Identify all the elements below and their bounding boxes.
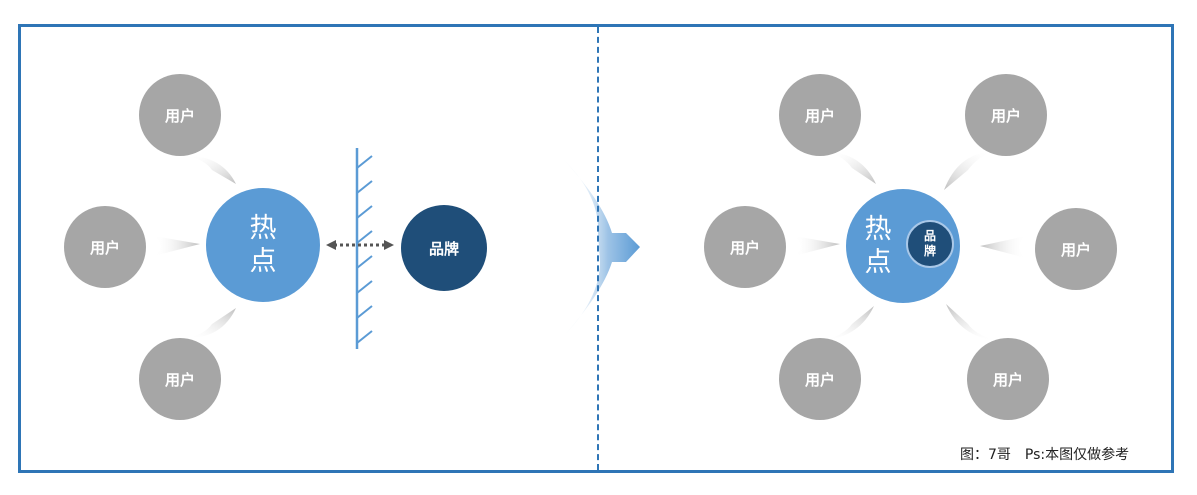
arrow-user-right-to-hotspot-r [980, 236, 1026, 258]
arrow-user-topright-to-hotspot [944, 152, 990, 190]
arrow-user-bottomleft-to-hotspot [826, 306, 874, 340]
user-node: 用户 [779, 74, 861, 156]
user-node: 用户 [139, 74, 221, 156]
user-node: 用户 [139, 338, 221, 420]
barrier-hatches [356, 155, 373, 344]
transition-arrow [560, 156, 640, 340]
user-node: 用户 [64, 206, 146, 288]
user-node: 用户 [965, 74, 1047, 156]
user-node: 用户 [967, 338, 1049, 420]
user-node: 用户 [779, 338, 861, 420]
user-node: 用户 [1035, 208, 1117, 290]
brand-node-embedded: 品牌 [906, 220, 954, 268]
arrow-user-bottom-to-hotspot [188, 308, 236, 338]
brand-node: 品牌 [401, 205, 487, 291]
arrow-user-bottomright-to-hotspot [946, 304, 994, 340]
hotspot-node: 热点 [206, 188, 320, 302]
arrow-user-left-to-hotspot-r [794, 236, 840, 256]
caption: 图：7哥 Ps:本图仅做参考 [960, 447, 1130, 463]
arrow-user-topleft-to-hotspot [830, 152, 876, 184]
panel-divider [597, 27, 599, 470]
arrow-user-left-to-hotspot [154, 236, 200, 256]
user-node: 用户 [704, 206, 786, 288]
arrow-user-top-to-hotspot [188, 156, 236, 184]
dotted-double-arrow [326, 240, 394, 250]
